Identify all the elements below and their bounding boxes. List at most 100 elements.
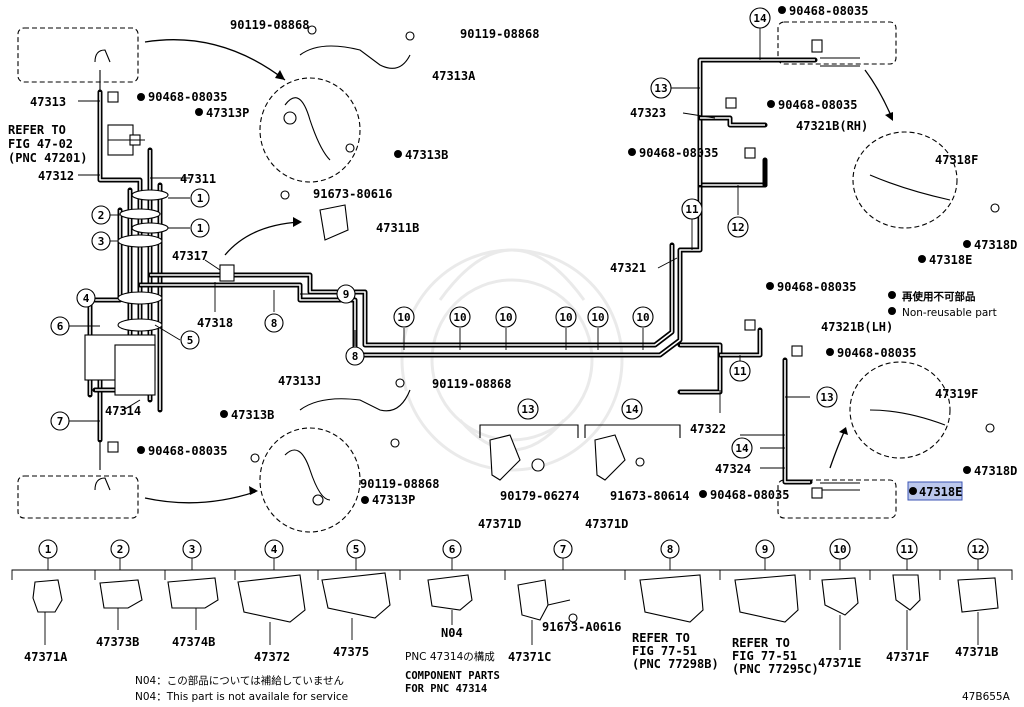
bracket-47371D-a <box>489 434 521 481</box>
svg-text:10: 10 <box>453 311 466 324</box>
nonreuse-dot <box>220 410 228 418</box>
col-note9-line1: REFER TO <box>732 636 790 650</box>
svg-text:10: 10 <box>591 311 604 324</box>
svg-text:11: 11 <box>900 543 914 556</box>
svg-text:1: 1 <box>197 222 204 235</box>
nonreuse-dot <box>699 490 707 498</box>
nonreuse-dot <box>628 148 636 156</box>
col-label-47371C: 47371C <box>508 650 551 664</box>
nonreuse-dot <box>137 446 145 454</box>
flow-arrow-fr <box>864 69 893 119</box>
label-47371D-a: 47371D <box>478 517 521 531</box>
svg-text:10: 10 <box>397 311 410 324</box>
svg-text:10: 10 <box>559 311 572 324</box>
svg-text:2: 2 <box>117 543 124 556</box>
label-47324: 47324 <box>715 462 751 476</box>
clamp-3 <box>117 234 163 248</box>
callout-11b: 11 <box>729 360 751 382</box>
svg-text:8: 8 <box>271 317 278 330</box>
label-47323: 47323 <box>630 106 666 120</box>
clamp-1a <box>131 189 169 201</box>
label-90468-g: 90468-08035 <box>710 488 789 502</box>
svg-text:10: 10 <box>833 543 846 556</box>
svg-text:11: 11 <box>685 203 699 216</box>
col-callout-4: 4 <box>264 539 284 559</box>
callout-13b: 13 <box>816 386 838 408</box>
col-label-47374B: 47374B <box>172 635 215 649</box>
nonreuse-dot <box>826 348 834 356</box>
svg-text:13: 13 <box>521 403 534 416</box>
label-47313B-top: 47313B <box>405 148 448 162</box>
flex-hose-fr <box>869 174 951 201</box>
refer-note-line3: (PNC 47201) <box>8 151 87 165</box>
callout-10e: 10 <box>587 306 609 328</box>
detail-circle-rr <box>849 361 951 459</box>
callout-13c: 13 <box>517 398 539 420</box>
label-90119-d: 90119-08868 <box>360 477 439 491</box>
callout-4: 4 <box>76 288 96 308</box>
flow-arrow-fl-head <box>275 70 285 80</box>
svg-text:9: 9 <box>762 543 769 556</box>
callout-14c: 14 <box>621 398 643 420</box>
hose-47313A <box>299 45 411 69</box>
flow-arrow-rr <box>829 429 846 469</box>
detail-box-13 <box>479 424 579 438</box>
wheel-frame-rear-left <box>17 475 139 519</box>
diagram-id: 47B655A <box>962 691 1011 703</box>
nonreuse-dot <box>394 150 402 158</box>
col-label-47371F: 47371F <box>886 650 929 664</box>
nonreuse-dot <box>918 255 926 263</box>
label-47313: 47313 <box>30 95 66 109</box>
clamp-1b <box>131 222 169 234</box>
clip-90468-f <box>791 345 803 357</box>
col-note9-line3: (PNC 77295C) <box>732 662 819 676</box>
wheel-frame-front-right <box>777 21 897 65</box>
svg-text:7: 7 <box>560 543 567 556</box>
label-90468-f: 90468-08035 <box>837 346 916 360</box>
callout-11a: 11 <box>681 198 703 220</box>
label-90179-06274: 90179-06274 <box>500 489 579 503</box>
col-label-47372: 47372 <box>254 650 290 664</box>
label-90468-a: 90468-08035 <box>148 90 227 104</box>
svg-text:2: 2 <box>98 209 105 222</box>
clip-drawings <box>32 572 999 650</box>
col-note8-line3: (PNC 77298B) <box>632 657 719 671</box>
svg-text:5: 5 <box>353 543 360 556</box>
nonreuse-dot <box>361 496 369 504</box>
col-label-47371A: 47371A <box>24 650 68 664</box>
svg-text:5: 5 <box>187 334 194 347</box>
joint-fr <box>811 39 823 53</box>
col-note-pnc-jp: PNC 47314の構成 <box>405 650 495 663</box>
wheel-frame-rear-right <box>777 479 897 519</box>
callout-6: 6 <box>50 316 70 336</box>
callout-8a: 8 <box>264 313 284 333</box>
flow-arrow-mid-head <box>293 217 302 227</box>
callout-10a: 10 <box>393 306 415 328</box>
callout-10b: 10 <box>449 306 471 328</box>
col-callout-9: 9 <box>755 539 775 559</box>
label-47371D-b: 47371D <box>585 517 628 531</box>
callout-7: 7 <box>50 411 70 431</box>
col-note9-line2: FIG 77-51 <box>732 649 797 663</box>
label-47317: 47317 <box>172 249 208 263</box>
legend-jp: 再使用不可部品 <box>902 290 976 303</box>
col-note-component: COMPONENT PARTS <box>405 670 500 682</box>
label-90468-top: 90468-08035 <box>789 4 868 18</box>
joint-47317 <box>219 264 235 282</box>
label-47318E-bot[interactable]: 47318E <box>919 485 962 499</box>
highlight-47318E[interactable] <box>907 481 963 501</box>
label-47322: 47322 <box>690 422 726 436</box>
leader-lines <box>68 23 810 469</box>
label-47318: 47318 <box>197 316 233 330</box>
label-90119-b: 90119-08868 <box>460 27 539 41</box>
bolt-icons <box>250 25 1000 623</box>
svg-text:14: 14 <box>753 12 767 25</box>
callout-8b: 8 <box>345 346 365 366</box>
pipe-rear-right <box>717 327 813 485</box>
label-47314: 47314 <box>105 404 141 418</box>
callout-3: 3 <box>91 231 111 251</box>
svg-text:6: 6 <box>449 543 456 556</box>
label-47321B-LH: 47321B(LH) <box>821 320 893 334</box>
col-callout-1: 1 <box>38 539 58 559</box>
joint-rr <box>811 487 823 499</box>
